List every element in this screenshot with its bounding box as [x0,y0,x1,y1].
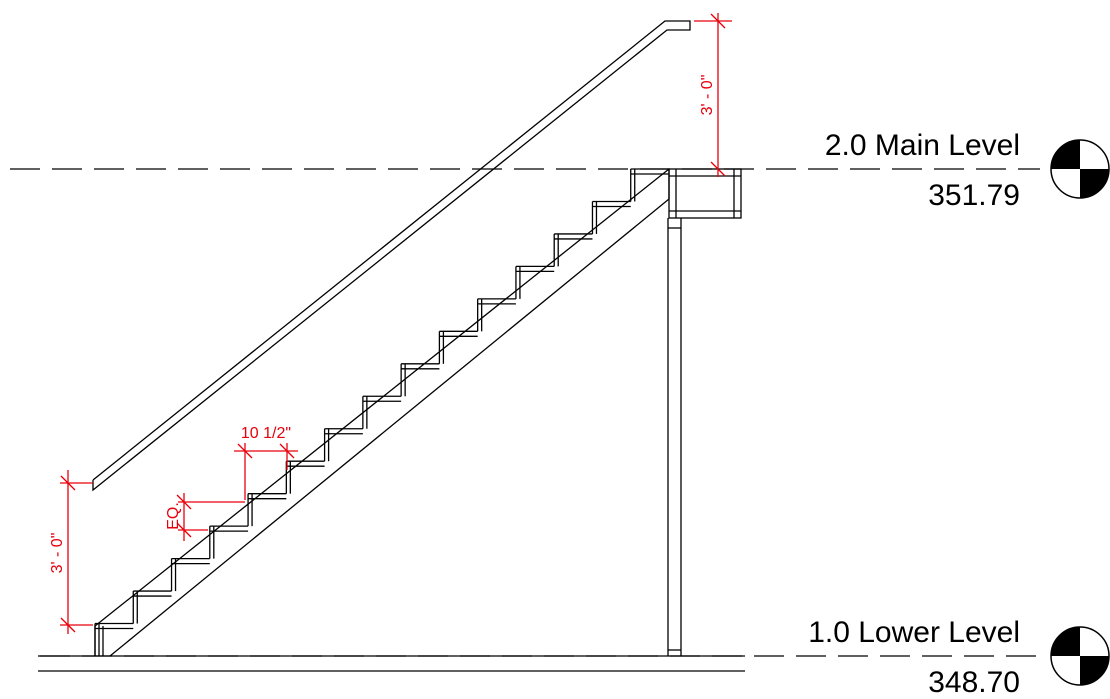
rail-height-bottom-label: 3' - 0" [49,533,66,574]
lower-level-name: 1.0 Lower Level [808,616,1020,649]
main-level-target-icon [1050,139,1110,199]
rail-height-top-label: 3' - 0" [699,75,716,116]
stair-stringer [94,168,670,657]
rail-height-dim-bottom: 3' - 0" [49,470,93,634]
landing-beam [668,168,742,219]
lower-level-target-icon [1050,626,1110,686]
stringer-top-edge [94,168,670,627]
tread-depth-dim: 10 1/2" [234,425,298,500]
handrail [92,20,691,492]
main-level-elevation: 351.79 [928,179,1020,212]
rail-height-dim-top: 3' - 0" [694,13,732,177]
riser-eq-label: EQ. [165,502,182,530]
lower-level-elevation: 348.70 [928,666,1020,699]
riser-eq-dim: EQ. [165,493,245,541]
lower-level-marker: 1.0 Lower Level 348.70 [808,616,1110,699]
main-level-marker: 2.0 Main Level 351.79 [825,129,1110,212]
stringer-bottom-edge [109,198,670,657]
tread-depth-label: 10 1/2" [241,425,291,442]
main-level-name: 2.0 Main Level [825,129,1020,162]
support-post [667,218,682,656]
